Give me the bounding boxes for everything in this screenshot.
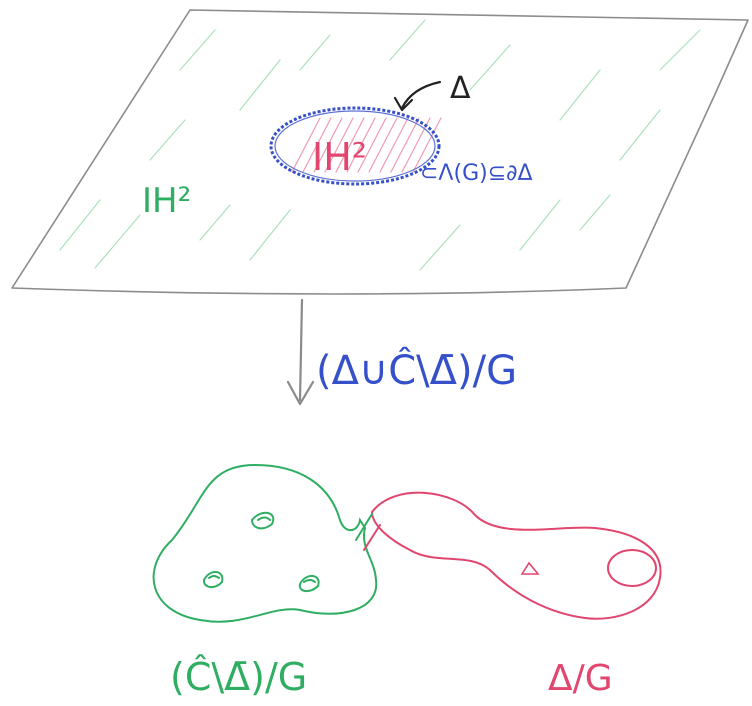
disk-hatch-stroke [291,117,321,173]
hatch-stroke [469,44,511,91]
disk-hatch-stroke [302,117,332,173]
disk-hatch-stroke [368,117,398,173]
delta-label: Δ [450,71,471,106]
handle-1 [250,511,275,530]
hatch-stroke [239,59,281,111]
plane-outline [11,9,749,295]
hatch-stroke [59,199,101,251]
plane-label: IH² [142,181,191,221]
left-surface-outline [152,463,378,623]
disk-hatch-stroke [390,117,420,173]
hatch-stroke [299,34,331,71]
disk-hatch-stroke [412,117,442,173]
disk-hatch-stroke [357,117,387,173]
hatch-stroke [149,119,186,161]
left-quotient-label: (Ĉ\Δ̄)/G [170,655,307,699]
hatch-stroke [179,29,216,71]
right-surface-outline [370,491,662,620]
small-delta-mark [520,561,540,575]
handle-2 [202,571,224,588]
disk-hatch-stroke [313,117,343,173]
hatch-stroke [199,204,231,241]
disk-label: IH² [312,135,367,179]
disk-boundary [269,106,441,186]
hatch-stroke [389,19,426,61]
hatch-stroke [619,109,661,161]
disk-hatch-stroke [346,117,376,173]
map-label: (Δ∪Ĉ\Δ̄)/G [316,346,517,394]
hatch-stroke [419,224,461,271]
limit-set-label: ⊂Λ(G)⊆∂Δ [420,161,533,186]
left-quotient-surface [152,463,378,623]
plane-hatching [59,19,701,271]
handle-3 [298,575,320,592]
hatch-stroke [659,29,701,71]
hatch-stroke [559,69,601,121]
right-quotient-surface [370,491,662,620]
hyperbolic-plane [11,9,749,295]
right-quotient-label: Δ/G [548,658,613,699]
hatch-stroke [94,214,141,269]
hatch-stroke [579,194,611,231]
disk-delta [269,106,442,186]
disk-red-hatching [291,117,442,173]
hatch-stroke [519,199,561,251]
hatch-stroke [249,209,291,261]
disk-hatch-stroke [324,117,354,173]
down-arrow-icon [286,298,315,406]
disk-boundary-inner [274,110,436,182]
cusp-ellipse [607,549,657,587]
disk-hatch-stroke [379,117,409,173]
connecting-neck [355,513,381,551]
disk-hatch-stroke [335,117,365,173]
curved-arrow-icon [393,80,442,112]
